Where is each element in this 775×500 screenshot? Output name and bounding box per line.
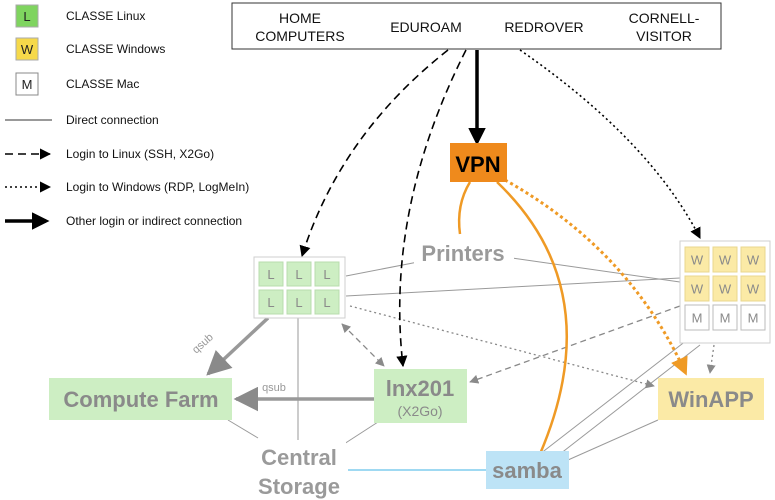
windows-grid-cell-letter: W	[719, 253, 732, 268]
vpn-to-printers-line	[457, 181, 472, 235]
windows-grid-cell	[712, 246, 738, 273]
linux-to-winapp-dotted-arrow	[349, 305, 655, 389]
windows-to-winapp-dotted-arrow	[706, 344, 716, 374]
legend-windows-letter: W	[21, 42, 34, 57]
winapp-node: WinAPP	[658, 378, 764, 420]
compute-farm-label: Compute Farm	[63, 387, 218, 412]
winapp-box	[658, 378, 764, 420]
linux-grid-cell-letter: L	[295, 295, 302, 310]
cornell-to-windows-dotted-arrow	[519, 49, 701, 239]
windows-grid-cell	[684, 275, 710, 302]
printers-to-linux-line	[345, 261, 419, 277]
windows-grid-cell	[740, 246, 766, 273]
linux-grid-cell	[314, 289, 340, 315]
legend-windows-label: CLASSE Windows	[66, 42, 165, 56]
samba-to-winapp-line	[567, 419, 659, 461]
connections	[206, 49, 716, 471]
printers-label: Printers	[421, 241, 504, 266]
legend-linux-login-label: Login to Linux (SSH, X2Go)	[66, 147, 214, 161]
linux-grid-cell-letter: L	[295, 267, 302, 282]
vpn-node: VPN	[450, 143, 507, 182]
windows-grid-cell	[712, 275, 738, 302]
network-redrover: REDROVER	[504, 19, 583, 35]
samba-to-vpn-line	[539, 329, 701, 455]
lnx201-node: lnx201 (X2Go)	[374, 369, 467, 423]
legend-windows-login-label: Login to Windows (RDP, LogMeIn)	[66, 180, 249, 194]
linux-grid-cell	[258, 261, 284, 287]
windows-grid-cell	[684, 246, 710, 273]
windows-grid-cell	[740, 304, 766, 331]
networks-box: HOME COMPUTERS EDUROAM REDROVER CORNELL-…	[231, 2, 722, 50]
central-storage-backdrop	[254, 442, 346, 498]
legend: L CLASSE Linux W CLASSE Windows M CLASSE…	[5, 4, 249, 230]
windows-grid-cell-letter: W	[691, 282, 704, 297]
home-to-linux-dashed-arrow	[299, 49, 449, 258]
windows-grid-cell-letter: W	[719, 282, 732, 297]
windows-grid-cell-letter: M	[692, 311, 703, 326]
linux-grid-cell-letter: L	[267, 295, 274, 310]
linux-qsub-arrow	[206, 316, 270, 376]
linux-grid-cell-letter: L	[323, 295, 330, 310]
vpn-to-winapp-dotted-arrow	[504, 178, 688, 376]
linux-grid-cell-letter: L	[267, 267, 274, 282]
legend-other-label: Other login or indirect connection	[66, 214, 242, 228]
central-storage-line2: Storage	[258, 474, 340, 499]
legend-windows-swatch	[15, 37, 39, 61]
eduroam-to-lnx201-dashed-arrow	[396, 49, 467, 368]
network-eduroam: EDUROAM	[390, 19, 462, 35]
legend-mac-label: CLASSE Mac	[66, 77, 139, 91]
vpn-to-samba-line	[496, 181, 569, 455]
network-cornell-line1: CORNELL-	[629, 10, 700, 26]
legend-linux-letter: L	[23, 9, 30, 24]
linux-grid-cell	[314, 261, 340, 287]
samba-node: samba	[486, 451, 569, 489]
legend-mac-swatch	[15, 72, 39, 96]
networks-box-frame	[231, 2, 722, 50]
linux-grid-cell	[258, 289, 284, 315]
legend-linux-swatch	[15, 4, 39, 28]
qsub-diag-label: qsub	[190, 331, 216, 356]
windows-grid-cell	[684, 304, 710, 331]
network-cornell-line2: VISITOR	[636, 28, 692, 44]
compute-farm-node: Compute Farm	[49, 378, 232, 420]
linux-grid-cell	[286, 289, 312, 315]
lnx201-label: lnx201	[386, 376, 455, 401]
printers-backdrop	[414, 240, 514, 266]
legend-linux-label: CLASSE Linux	[66, 9, 145, 23]
linux-grid-cell-letter: L	[323, 267, 330, 282]
windows-grid-cell-letter: W	[691, 253, 704, 268]
vpn-box	[450, 143, 507, 182]
linux-grid-cell	[286, 261, 312, 287]
windows-grid-cell-letter: M	[720, 311, 731, 326]
samba-box	[486, 451, 569, 489]
network-home-line2: COMPUTERS	[255, 28, 344, 44]
linux-to-windows-line	[345, 277, 681, 297]
compute-farm-box	[49, 378, 232, 420]
network-home-line1: HOME	[279, 10, 321, 26]
windows-to-lnx201-dashed-arrow	[469, 305, 681, 384]
windows-grid-cell-letter: W	[747, 282, 760, 297]
lnx201-to-central-line	[343, 421, 379, 445]
samba-label: samba	[492, 458, 562, 483]
lnx201-box	[374, 369, 467, 423]
qsub-horiz-label: qsub	[262, 382, 286, 394]
winapp-label: WinAPP	[668, 387, 753, 412]
legend-direct-label: Direct connection	[66, 113, 159, 127]
central-storage-node: Central Storage	[254, 442, 346, 499]
windows-grid-cell-letter: W	[747, 253, 760, 268]
legend-mac-letter: M	[22, 77, 33, 92]
lnx201-sublabel: (X2Go)	[397, 403, 442, 419]
vpn-label: VPN	[455, 152, 500, 177]
farm-to-central-line	[227, 419, 259, 439]
central-storage-line1: Central	[261, 445, 337, 470]
linux-lnx201-dashed-arrow	[341, 323, 385, 367]
printers-to-windows-line	[511, 257, 681, 283]
windows-grid-cell	[712, 304, 738, 331]
windows-grid-cell	[740, 275, 766, 302]
windows-grid-cell-letter: M	[748, 311, 759, 326]
